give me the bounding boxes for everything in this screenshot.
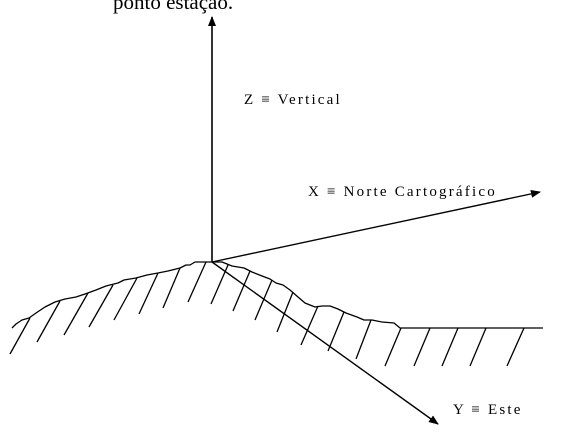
hatch-mark (210, 264, 229, 305)
hatch-mark (441, 327, 459, 367)
hatch-mark (276, 291, 294, 333)
hatch-mark (187, 261, 207, 303)
hatch-mark (254, 279, 273, 321)
hatch-mark (88, 284, 114, 328)
caption-fragment: ponto estação. (113, 0, 233, 14)
hatch-mark (469, 327, 487, 367)
z-axis-label: Z ≡ Vertical (244, 92, 342, 108)
hatch-mark (232, 270, 251, 312)
hatch-mark (9, 317, 31, 355)
hatch-mark (63, 292, 89, 336)
hatch-mark (113, 277, 138, 321)
y-axis-arrow (211, 261, 439, 425)
x-axis-label: X ≡ Norte Cartográfico (308, 184, 497, 200)
x-axis-arrow (211, 189, 541, 263)
terrain-profile (11, 261, 543, 329)
hatch-mark (36, 300, 61, 343)
terrain-hatching (9, 261, 525, 367)
hatch-mark (138, 272, 159, 315)
hatch-mark (162, 267, 181, 309)
y-axis-label: Y ≡ Este (453, 402, 523, 418)
hatch-mark (327, 311, 345, 352)
hatch-mark (413, 327, 431, 367)
hatch-mark (355, 319, 372, 360)
hatch-mark (300, 305, 319, 346)
hatch-mark (384, 327, 402, 367)
hatch-mark (506, 327, 525, 367)
